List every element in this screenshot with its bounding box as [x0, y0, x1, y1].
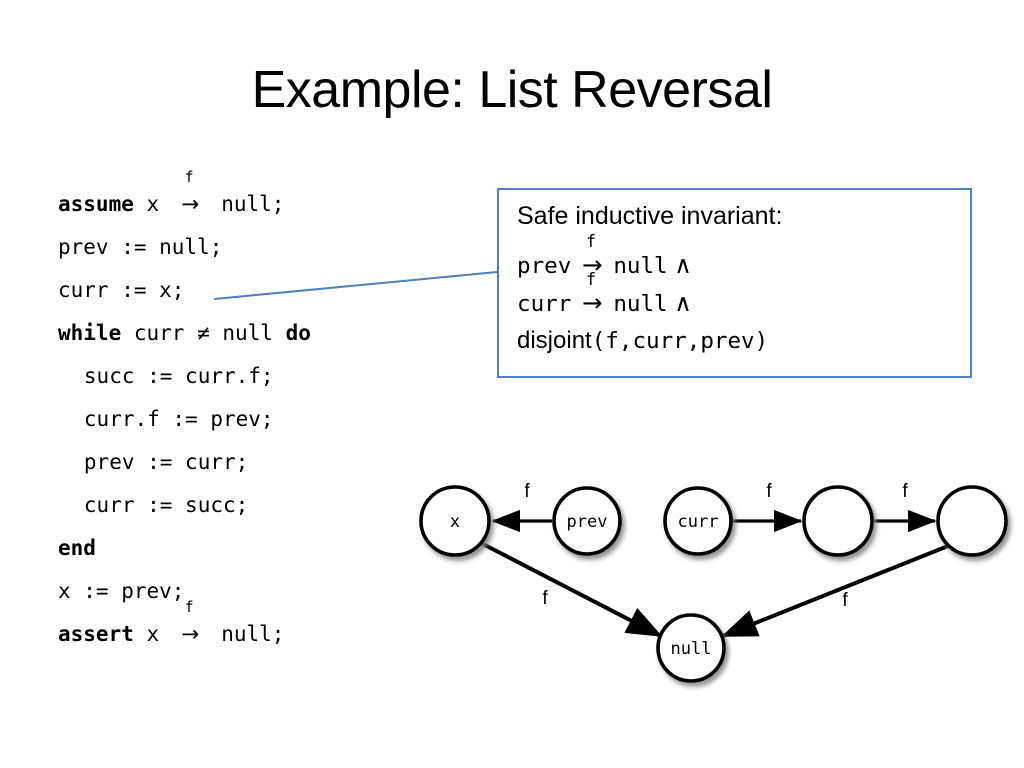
- code-line-prev-curr: prev := curr;: [58, 441, 458, 484]
- code-token-x: x: [146, 192, 160, 216]
- keyword-end: end: [58, 536, 96, 560]
- code-line-prev-assign: prev := null;: [58, 226, 458, 269]
- code-token-null: null;: [221, 192, 285, 216]
- f-arrow-icon: f→: [582, 230, 603, 279]
- invariant-var-prev: prev: [517, 253, 572, 279]
- code-line-assert: assert x f→ null;: [58, 599, 458, 656]
- graph-node-null[interactable]: null: [656, 613, 726, 683]
- node-circle[interactable]: [552, 486, 622, 556]
- node-label: prev: [567, 512, 608, 532]
- code-line-curr-succ: curr := succ;: [58, 484, 458, 527]
- node-label: null: [671, 639, 712, 659]
- code-text: curr.f := prev;: [83, 407, 274, 431]
- keyword-assert: assert: [58, 622, 134, 646]
- node-circle[interactable]: [936, 485, 1008, 557]
- edge-node2-to-null: [721, 544, 949, 638]
- invariant-line-prev: prev f→ null ∧: [517, 230, 768, 284]
- keyword-do: do: [285, 321, 311, 345]
- code-text: prev := null;: [58, 235, 223, 259]
- node-circle[interactable]: [663, 486, 733, 556]
- code-text: x := prev;: [58, 579, 185, 603]
- conjunction-symbol: ∧: [674, 251, 692, 279]
- edge-label-f: f: [524, 481, 530, 502]
- code-line-assume: assume x f→ null;: [58, 169, 458, 226]
- keyword-assume: assume: [58, 192, 134, 216]
- code-line-end: end: [58, 527, 458, 570]
- code-text: curr := succ;: [83, 493, 249, 517]
- edge-label-f: f: [766, 481, 772, 502]
- code-token-x: x: [146, 622, 160, 646]
- code-line-currf-assign: curr.f := prev;: [58, 398, 458, 441]
- code-line-x-prev: x := prev;: [58, 570, 458, 613]
- graph-edge-labels: f f f f f: [524, 481, 908, 611]
- invariant-body: prev f→ null ∧ curr f→ null ∧ disjoint(f,cur…: [517, 230, 768, 360]
- invariant-target-null: null: [613, 291, 668, 317]
- edge-label-f: f: [902, 481, 908, 502]
- invariant-predicate-name: disjoint: [517, 327, 592, 354]
- edge-label-f: f: [842, 590, 848, 611]
- graph-nodes: x prev curr null: [419, 485, 1008, 683]
- code-text: prev := curr;: [83, 450, 249, 474]
- graph-node-anonymous-1[interactable]: [802, 485, 874, 557]
- node-circle[interactable]: [419, 485, 491, 557]
- code-line-while: while curr ≠ null do: [58, 312, 458, 355]
- invariant-title: Safe inductive invariant:: [517, 202, 783, 230]
- f-arrow-icon: f→: [181, 169, 200, 217]
- node-circle[interactable]: [656, 613, 726, 683]
- code-condition: curr ≠ null: [133, 321, 273, 345]
- invariant-line-curr: curr f→ null ∧: [517, 268, 768, 322]
- page-title: Example: List Reversal: [251, 61, 773, 119]
- f-arrow-icon: f→: [181, 599, 200, 647]
- graph-node-anonymous-2[interactable]: [936, 485, 1008, 557]
- code-line-curr-assign: curr := x;: [58, 269, 458, 312]
- node-label: x: [450, 512, 460, 532]
- keyword-while: while: [58, 321, 122, 345]
- code-block: assume x f→ null; prev := null; curr := …: [58, 169, 458, 656]
- invariant-line-disjoint: disjoint(f,curr,prev): [517, 322, 768, 360]
- edge-label-f: f: [542, 588, 548, 609]
- graph-edges: [480, 509, 949, 638]
- code-line-succ-assign: succ := curr.f;: [58, 355, 458, 398]
- edge-x-to-null: [480, 541, 663, 638]
- code-token-null: null;: [221, 622, 285, 646]
- invariant-var-curr: curr: [517, 291, 572, 317]
- code-text: curr := x;: [58, 278, 185, 302]
- code-text: succ := curr.f;: [83, 364, 274, 388]
- invariant-predicate-args: (f,curr,prev): [591, 328, 769, 354]
- invariant-callout-box: Safe inductive invariant: prev f→ null ∧ c…: [497, 188, 972, 378]
- graph-node-x[interactable]: x: [419, 485, 491, 557]
- graph-node-prev[interactable]: prev: [552, 486, 622, 556]
- invariant-target-null: null: [613, 253, 668, 279]
- conjunction-symbol: ∧: [674, 289, 692, 317]
- node-label: curr: [678, 512, 719, 532]
- f-arrow-icon: f→: [582, 268, 603, 317]
- graph-node-curr[interactable]: curr: [663, 486, 733, 556]
- node-circle[interactable]: [802, 485, 874, 557]
